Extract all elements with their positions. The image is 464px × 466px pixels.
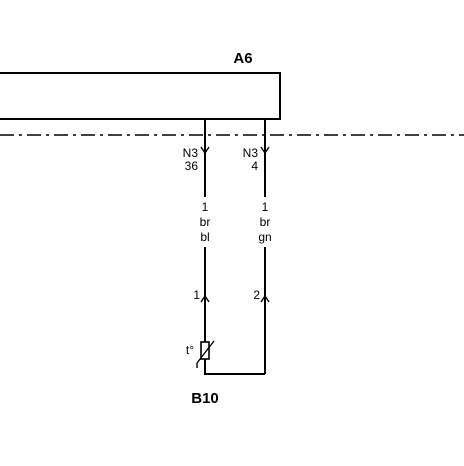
wire-1-terminal-chevron [200,294,210,303]
component-a6[interactable]: A6 [0,50,281,120]
component-b10[interactable]: t° B10 [186,340,265,407]
sensor-return-wire [204,359,265,375]
wire-1-color-secondary: bl [200,230,209,244]
wire-1-connector-fork [200,146,210,155]
wire-1-color-primary: br [200,215,211,229]
wire-1-connector-pin: 36 [185,159,199,173]
wire-1[interactable]: N3 36 1 br bl 1 [183,119,211,342]
b10-label: B10 [191,390,219,407]
wire-2-connector-name: N3 [243,146,259,160]
wire-2-connector-fork [260,146,270,155]
wire-1-section: 1 [202,200,209,214]
wire-2-connector-pin: 4 [251,159,258,173]
wire-1-terminal-number: 1 [193,288,200,302]
wire-2-color-primary: br [260,215,271,229]
thermistor-slash [196,340,215,364]
a6-label: A6 [233,50,252,67]
wire-2-terminal-chevron [260,294,270,303]
wire-2[interactable]: N3 4 1 br gn 2 [243,119,272,374]
a6-box-outline [0,72,281,120]
wire-2-section: 1 [262,200,269,214]
thermistor-temp-label: t° [186,343,194,357]
wire-1-connector-name: N3 [183,146,199,160]
wire-2-color-secondary: gn [258,230,271,244]
wire-2-terminal-number: 2 [253,288,260,302]
